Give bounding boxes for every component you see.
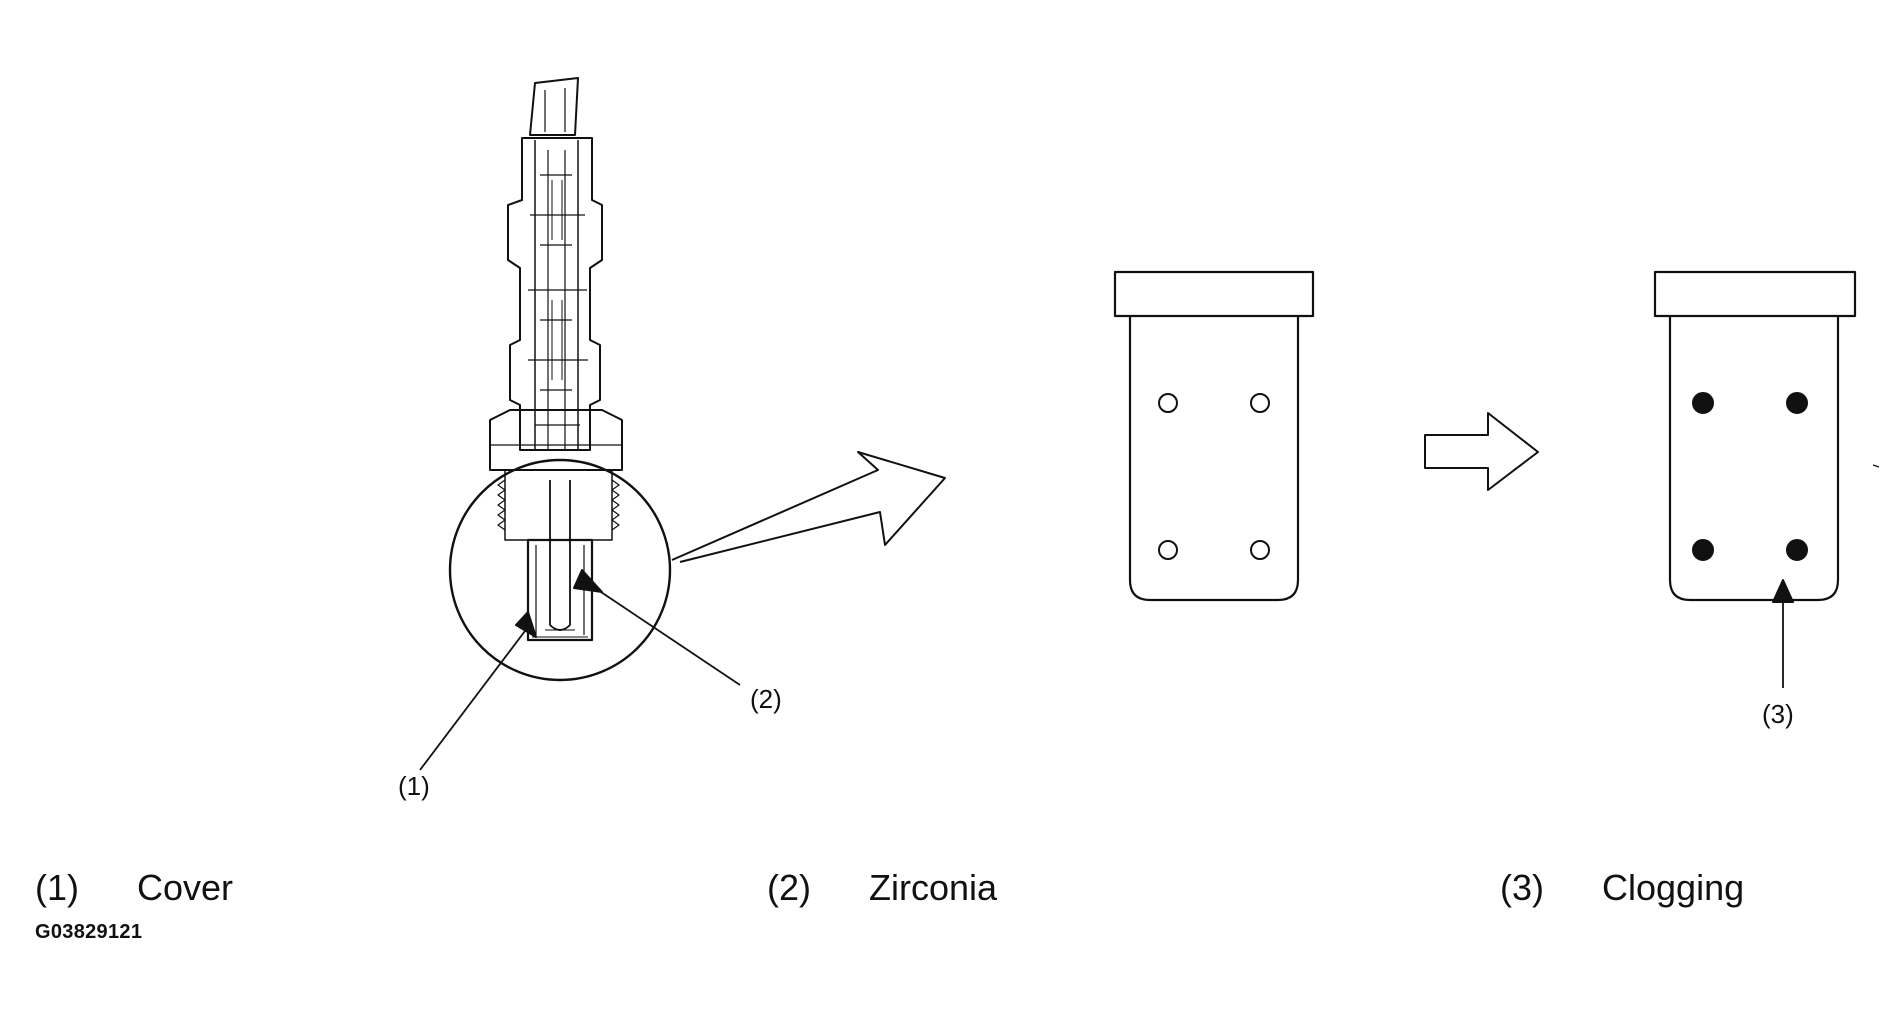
clogged-hole xyxy=(1786,392,1808,414)
clogged-hole xyxy=(1692,392,1714,414)
clean-cover-detail xyxy=(1113,270,1315,602)
sensor-cross-section xyxy=(419,77,946,771)
open-hole xyxy=(1250,393,1270,413)
legend-label: Clogging xyxy=(1602,867,1745,908)
callout-1: (1) xyxy=(398,771,430,801)
legend-label: Cover xyxy=(137,867,234,908)
open-hole xyxy=(1250,540,1270,560)
legend-item-cover: (1) Cover xyxy=(35,868,233,908)
callout-3: (3) xyxy=(1762,699,1794,729)
legend-item-zirconia: (2) Zirconia xyxy=(767,868,997,908)
legend-number: (2) xyxy=(767,867,811,908)
transition-arrow-icon xyxy=(1424,412,1539,491)
clogged-cover-detail xyxy=(1653,270,1880,688)
legend-number: (1) xyxy=(35,867,79,908)
open-hole xyxy=(1158,540,1178,560)
figure-id: G03829121 xyxy=(35,921,143,943)
callout-2: (2) xyxy=(750,684,782,714)
legend-item-clogging: (3) Clogging xyxy=(1500,868,1744,908)
clogged-hole xyxy=(1692,539,1714,561)
open-hole xyxy=(1158,393,1178,413)
clogged-hole xyxy=(1786,539,1808,561)
legend-label: Zirconia xyxy=(869,867,998,908)
legend-number: (3) xyxy=(1500,867,1544,908)
